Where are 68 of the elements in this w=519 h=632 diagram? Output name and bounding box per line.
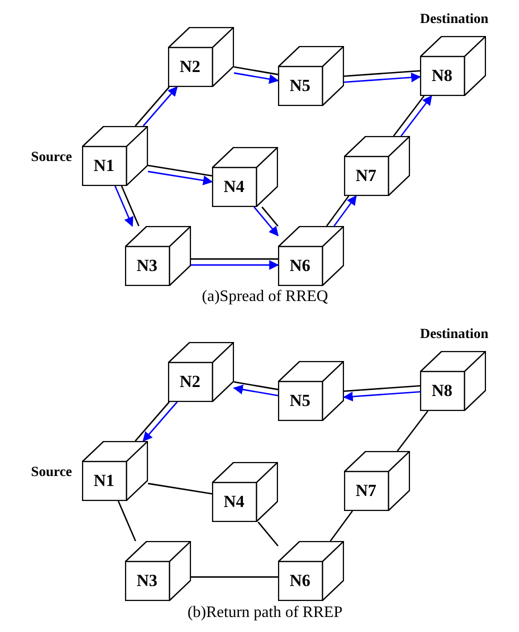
role-label: Destination bbox=[420, 12, 488, 28]
arrow bbox=[114, 186, 134, 227]
role-label: Source bbox=[31, 150, 72, 166]
arrow bbox=[400, 95, 432, 136]
link-line bbox=[134, 402, 170, 442]
link-line bbox=[393, 96, 425, 136]
node-cube bbox=[278, 541, 344, 601]
node-label: N3 bbox=[136, 255, 158, 277]
link-line bbox=[191, 258, 278, 260]
arrow bbox=[343, 391, 420, 402]
arrow bbox=[142, 86, 178, 126]
link-line bbox=[148, 164, 212, 176]
link-line bbox=[234, 381, 278, 390]
link-line bbox=[148, 482, 212, 494]
node-label: N5 bbox=[288, 75, 312, 97]
link-line bbox=[396, 410, 428, 452]
node-label: N5 bbox=[288, 390, 312, 412]
node-cube bbox=[125, 226, 191, 286]
node-label: N3 bbox=[136, 570, 158, 592]
arrow bbox=[142, 402, 178, 442]
node-cube bbox=[212, 147, 278, 207]
link-line bbox=[261, 206, 279, 227]
node-cube bbox=[278, 226, 344, 286]
arrow bbox=[148, 170, 213, 186]
node-label: N4 bbox=[222, 176, 246, 198]
link-line bbox=[344, 70, 420, 77]
node-cube bbox=[344, 451, 410, 511]
role-label: Destination bbox=[420, 327, 488, 343]
node-cube bbox=[278, 46, 344, 106]
link-line bbox=[330, 510, 353, 542]
panel-caption: (b)Return path of RREP bbox=[186, 604, 344, 622]
node-cube bbox=[82, 126, 148, 186]
link-line bbox=[191, 576, 278, 578]
node-label: N7 bbox=[354, 480, 378, 502]
link-line bbox=[134, 86, 170, 126]
arrow bbox=[344, 72, 421, 83]
arrow bbox=[254, 206, 279, 236]
node-label: N8 bbox=[430, 65, 454, 87]
node-cube bbox=[344, 136, 410, 196]
arrow bbox=[234, 72, 279, 84]
node-cube bbox=[420, 351, 486, 411]
node-label: N1 bbox=[92, 155, 116, 177]
node-cube bbox=[278, 361, 344, 421]
node-label: N2 bbox=[178, 56, 202, 78]
arrow bbox=[233, 384, 278, 396]
link-line bbox=[118, 500, 136, 542]
node-label: N7 bbox=[354, 165, 378, 187]
node-cube bbox=[82, 441, 148, 501]
arrow bbox=[334, 195, 357, 226]
link-line bbox=[326, 196, 350, 226]
node-cube bbox=[125, 541, 191, 601]
node-label: N2 bbox=[178, 371, 202, 393]
node-label: N6 bbox=[288, 255, 312, 277]
node-label: N1 bbox=[92, 470, 116, 492]
role-label: Source bbox=[31, 465, 72, 481]
arrow bbox=[191, 260, 279, 270]
link-line bbox=[234, 66, 278, 76]
node-cube bbox=[212, 462, 278, 522]
node-label: N4 bbox=[222, 491, 246, 513]
node-label: N6 bbox=[288, 570, 312, 592]
link-line bbox=[344, 385, 420, 392]
link-line bbox=[258, 522, 279, 546]
node-label: N8 bbox=[430, 380, 454, 402]
node-cube bbox=[168, 27, 234, 87]
node-cube bbox=[420, 36, 486, 96]
panel-caption: (a)Spread of RREQ bbox=[200, 288, 330, 306]
link-line bbox=[120, 186, 140, 226]
node-cube bbox=[168, 342, 234, 402]
